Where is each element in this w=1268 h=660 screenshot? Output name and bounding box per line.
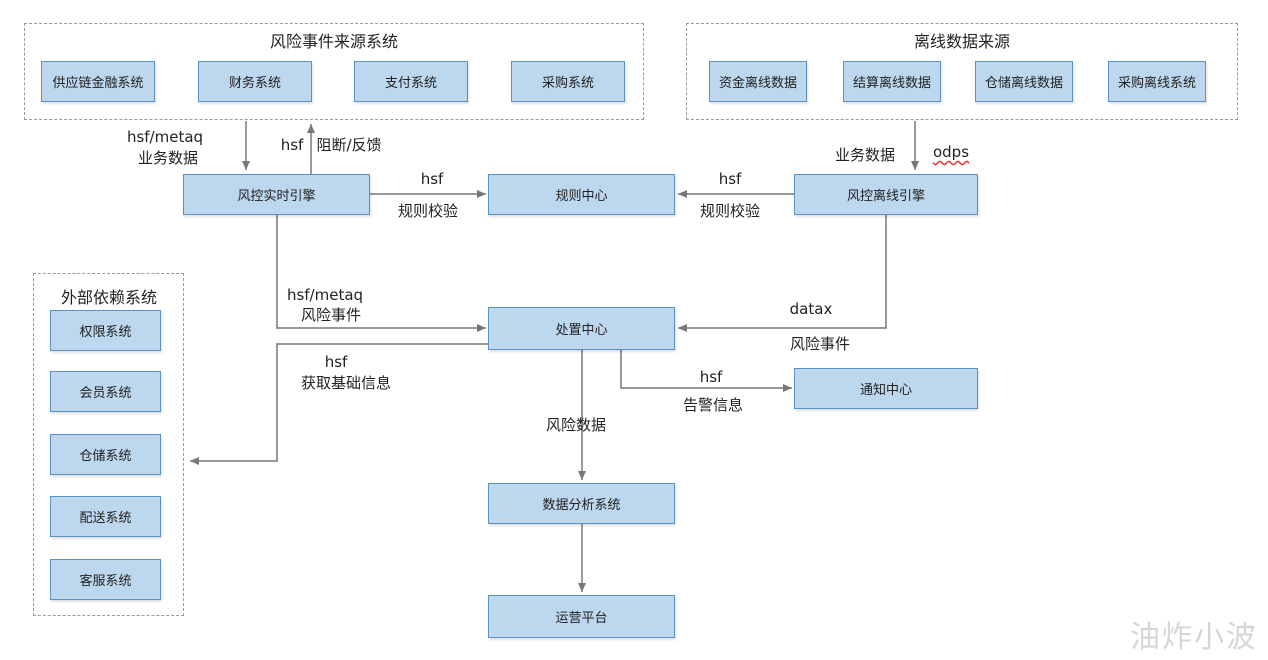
- node-data-analysis-system[interactable]: 数据分析系统: [488, 483, 675, 524]
- arrow-engine-to-handling: [678, 215, 887, 332]
- arrow-realtime-to-handling: [276, 215, 486, 332]
- node-finance-system[interactable]: 财务系统: [198, 61, 312, 102]
- node-notification-center[interactable]: 通知中心: [794, 368, 978, 409]
- node-delivery-system[interactable]: 配送系统: [50, 496, 161, 537]
- group-external-dependencies: [33, 273, 184, 616]
- node-permission-system[interactable]: 权限系统: [50, 310, 161, 351]
- label-odps: odps: [932, 143, 970, 161]
- node-warehouse-offline-data[interactable]: 仓储离线数据: [975, 61, 1073, 102]
- arrow-handling-to-external: [190, 343, 488, 465]
- label-hsf-alert: hsf: [699, 368, 723, 386]
- label-hsf-rules-left: hsf: [420, 170, 444, 188]
- group-title-external-dependencies: 外部依赖系统: [60, 288, 158, 307]
- node-member-system[interactable]: 会员系统: [50, 371, 161, 412]
- label-risk-data: 风险数据: [545, 416, 607, 434]
- label-hsf-rules-right: hsf: [718, 170, 742, 188]
- node-rules-center[interactable]: 规则中心: [488, 174, 675, 215]
- node-realtime-risk-engine[interactable]: 风控实时引擎: [183, 174, 370, 215]
- node-purchase-offline-system[interactable]: 采购离线系统: [1108, 61, 1206, 102]
- label-hsf-base: hsf: [324, 353, 348, 371]
- label-rule-check-left: 规则校验: [397, 202, 459, 220]
- node-warehouse-system[interactable]: 仓储系统: [50, 434, 161, 475]
- label-block-feedback: 阻断/反馈: [316, 136, 382, 154]
- label-biz-data-offline: 业务数据: [834, 146, 896, 164]
- label-risk-event-right: 风险事件: [789, 335, 851, 353]
- label-hsf-metaq-event: hsf/metaq: [286, 286, 364, 304]
- node-payment-system[interactable]: 支付系统: [354, 61, 468, 102]
- label-hsf-block: hsf: [280, 136, 304, 154]
- label-rule-check-right: 规则校验: [699, 202, 761, 220]
- group-risk-event-sources: [24, 23, 644, 120]
- label-alert-info: 告警信息: [682, 396, 744, 414]
- node-purchase-system[interactable]: 采购系统: [511, 61, 625, 102]
- group-offline-data-sources: [686, 23, 1238, 120]
- node-fund-offline-data[interactable]: 资金离线数据: [709, 61, 807, 102]
- group-title-risk-event-sources: 风险事件来源系统: [269, 32, 399, 51]
- arrow-handling-to-notify: [620, 350, 792, 392]
- node-operations-platform[interactable]: 运营平台: [488, 595, 675, 638]
- label-risk-event-left: 风险事件: [300, 306, 362, 324]
- label-hsf-metaq-source: hsf/metaq: [126, 128, 204, 146]
- label-get-base-info: 获取基础信息: [300, 374, 392, 392]
- node-handling-center[interactable]: 处置中心: [488, 307, 675, 350]
- watermark-text: 油炸小波: [1130, 620, 1258, 655]
- node-settlement-offline-data[interactable]: 结算离线数据: [843, 61, 941, 102]
- node-offline-risk-engine[interactable]: 风控离线引擎: [794, 174, 978, 215]
- node-supply-chain-finance[interactable]: 供应链金融系统: [41, 61, 155, 102]
- label-biz-data-source: 业务数据: [137, 149, 199, 167]
- node-customer-service-system[interactable]: 客服系统: [50, 559, 161, 600]
- group-title-offline-data-sources: 离线数据来源: [913, 32, 1011, 51]
- label-datax: datax: [789, 300, 833, 318]
